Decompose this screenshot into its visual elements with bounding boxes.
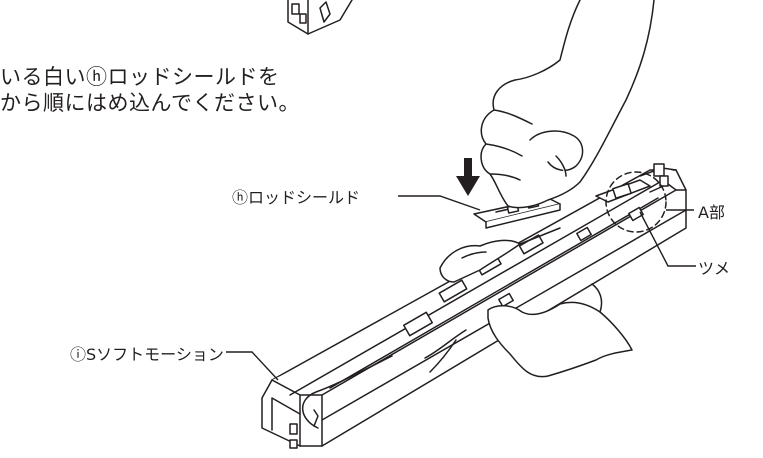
label-soft-motion: ⓘSソフトモーション (70, 345, 224, 364)
label-rod-shield: ⓗロッドシールド (232, 188, 361, 207)
instruction-line-1: いる白いⓗロッドシールドを (0, 65, 280, 89)
highlight-circle (605, 171, 667, 233)
rail-body (261, 163, 687, 449)
lower-hand-illustration (439, 227, 633, 378)
leader-lines (226, 195, 696, 381)
leader-soft-motion (226, 351, 279, 381)
leader-tab (639, 211, 696, 267)
label-tab: ツメ (698, 259, 731, 278)
cut-off-part-illustration (287, 0, 353, 35)
label-part-a: A部 (698, 203, 725, 222)
instruction-line-2: から順にはめ込んでください。 (0, 91, 300, 115)
down-arrow-icon (456, 158, 480, 196)
upper-hand-illustration (480, 0, 655, 209)
leader-rod-shield (398, 195, 481, 211)
